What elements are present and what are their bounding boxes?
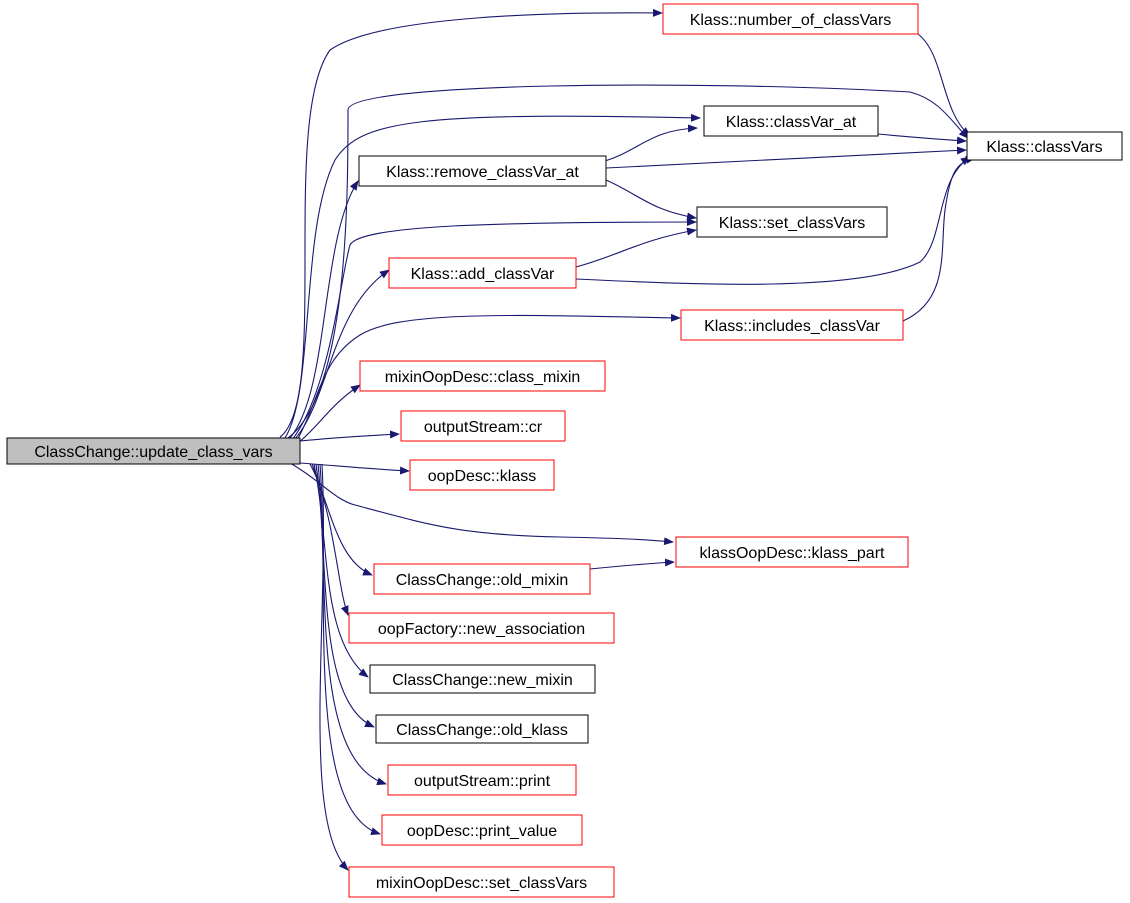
node-label: Klass::number_of_classVars bbox=[690, 12, 892, 29]
node-old-mixin[interactable]: ClassChange::old_mixin bbox=[373, 563, 591, 595]
node-label: oopDesc::print_value bbox=[407, 823, 557, 840]
node-label: Klass::set_classVars bbox=[719, 215, 865, 232]
edge-root-to-print-value bbox=[319, 463, 381, 836]
edge-remove-classvar-at-to-set-classvars bbox=[605, 179, 697, 221]
node-set-classvars[interactable]: Klass::set_classVars bbox=[696, 206, 888, 238]
edge-old-mixin-to-klass-part bbox=[589, 558, 675, 570]
root-node-label: ClassChange::update_class_vars bbox=[34, 444, 272, 461]
node-label: Klass::add_classVar bbox=[411, 266, 555, 283]
node-label: ClassChange::new_mixin bbox=[392, 672, 573, 689]
node-label: outputStream::print bbox=[414, 773, 551, 790]
edge-number-of-classvars-to-classvars bbox=[917, 33, 971, 137]
node-classvar-at[interactable]: Klass::classVar_at bbox=[703, 105, 879, 137]
edge-root-to-includes-classvar bbox=[295, 313, 681, 443]
node-includes-classvar[interactable]: Klass::includes_classVar bbox=[680, 309, 904, 341]
node-label: outputStream::cr bbox=[424, 419, 543, 436]
node-label: Klass::classVar_at bbox=[726, 114, 857, 131]
node-number-of-classvars[interactable]: Klass::number_of_classVars bbox=[662, 3, 919, 35]
node-new-mixin[interactable]: ClassChange::new_mixin bbox=[369, 664, 596, 694]
node-label: Klass::includes_classVar bbox=[704, 318, 880, 335]
node-classvars[interactable]: Klass::classVars bbox=[966, 131, 1123, 161]
node-label: mixinOopDesc::class_mixin bbox=[385, 369, 581, 386]
edge-remove-classvar-at-to-classvars bbox=[605, 146, 967, 169]
node-print[interactable]: outputStream::print bbox=[387, 764, 577, 796]
node-old-klass[interactable]: ClassChange::old_klass bbox=[375, 714, 589, 744]
edge-root-to-classvar-at bbox=[284, 113, 701, 439]
node-new-association[interactable]: oopFactory::new_association bbox=[348, 612, 615, 644]
edge-add-classvar-to-set-classvars bbox=[575, 227, 697, 268]
node-label: klassOopDesc::klass_part bbox=[700, 545, 886, 562]
root-node[interactable]: ClassChange::update_class_vars bbox=[6, 437, 301, 465]
edge-root-to-remove-classvar-at bbox=[289, 180, 359, 439]
edge-root-to-old-klass bbox=[315, 463, 375, 728]
node-label: oopFactory::new_association bbox=[378, 621, 585, 638]
edge-add-classvar-to-classvars bbox=[575, 156, 971, 285]
edges-layer bbox=[279, 8, 976, 871]
node-label: ClassChange::old_mixin bbox=[396, 572, 569, 589]
node-label: Klass::classVars bbox=[986, 139, 1102, 156]
node-mixin-set-classvars[interactable]: mixinOopDesc::set_classVars bbox=[348, 866, 615, 898]
node-klass-part[interactable]: klassOopDesc::klass_part bbox=[675, 536, 909, 568]
node-cr[interactable]: outputStream::cr bbox=[400, 410, 566, 442]
node-print-value[interactable]: oopDesc::print_value bbox=[381, 814, 583, 846]
node-label: ClassChange::old_klass bbox=[396, 722, 568, 739]
node-label: mixinOopDesc::set_classVars bbox=[376, 875, 587, 892]
edge-root-to-print bbox=[317, 463, 387, 786]
node-remove-classvar-at[interactable]: Klass::remove_classVar_at bbox=[358, 155, 607, 187]
node-class-mixin[interactable]: mixinOopDesc::class_mixin bbox=[359, 360, 606, 392]
edge-root-to-mixin-set-classvars bbox=[319, 463, 349, 871]
edge-root-to-class-mixin bbox=[297, 384, 361, 444]
node-klass[interactable]: oopDesc::klass bbox=[409, 459, 555, 491]
edge-remove-classvar-at-to-classvar-at bbox=[604, 124, 698, 162]
edge-root-to-number-of-classvars bbox=[279, 8, 663, 438]
node-label: Klass::remove_classVar_at bbox=[386, 164, 579, 181]
node-add-classvar[interactable]: Klass::add_classVar bbox=[388, 257, 577, 289]
nodes-layer: ClassChange::update_class_vars Klass::nu… bbox=[6, 3, 1123, 898]
edge-root-to-classvars bbox=[284, 84, 969, 441]
edge-root-to-cr bbox=[299, 430, 400, 442]
edge-classvar-at-to-classvars bbox=[877, 133, 967, 145]
edge-root-to-set-classvars bbox=[291, 218, 697, 441]
edge-includes-classvar-to-classvars bbox=[902, 155, 976, 322]
edge-root-to-klass-part bbox=[289, 462, 674, 546]
node-label: oopDesc::klass bbox=[428, 468, 537, 485]
